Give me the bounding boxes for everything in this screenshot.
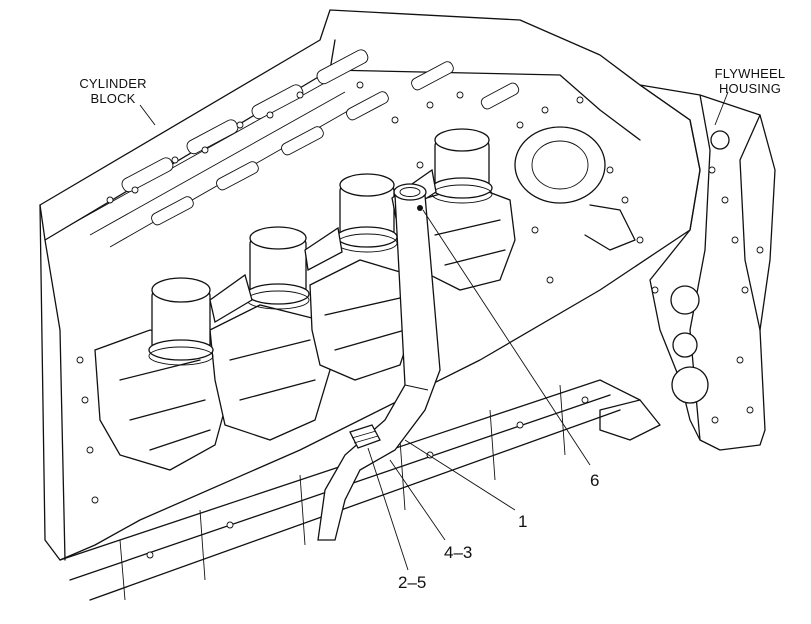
- cylinder-block: [39, 9, 701, 561]
- leader-lines: [139, 91, 729, 571]
- flywheel-housing: [639, 84, 776, 451]
- callout-1: 1: [518, 512, 528, 531]
- cylinder-block-label: CYLINDER BLOCK: [78, 76, 148, 106]
- flywheel-housing-label-line2: HOUSING: [718, 81, 782, 96]
- tube-assembly: [317, 183, 441, 541]
- cylinder-block-label-line2: BLOCK: [90, 91, 136, 106]
- gear-housing-bore: [514, 126, 661, 441]
- elbow-caps: [148, 128, 493, 366]
- exhaust-manifolds: [94, 184, 516, 471]
- head-bolt-slots: [121, 49, 520, 226]
- callout-2-5: 2–5: [398, 573, 427, 592]
- cylinder-block-label-line1: CYLINDER: [79, 76, 147, 91]
- callout-6: 6: [590, 471, 600, 490]
- flywheel-housing-label: FLYWHEEL HOUSING: [705, 66, 795, 96]
- flywheel-housing-label-line1: FLYWHEEL: [714, 66, 786, 81]
- bolt-holes: [76, 81, 659, 504]
- callout-4-3: 4–3: [444, 543, 473, 562]
